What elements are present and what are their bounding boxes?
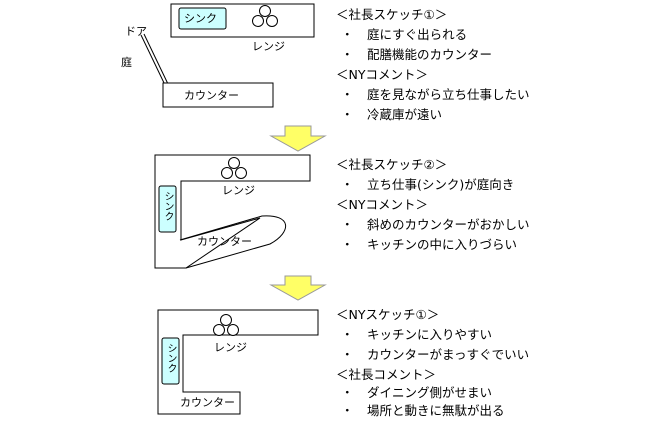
note-item: ・場所と動きに無駄が出る (341, 403, 505, 418)
sketch1-range-label: レンジ (252, 40, 285, 53)
sketch2-range-label: レンジ (222, 184, 255, 197)
sketch3-sink-label: シンク (165, 343, 176, 373)
note-item: ・庭にすぐ出られる (341, 27, 468, 42)
door-label: ドア (125, 25, 147, 38)
sketch3-burner (227, 324, 239, 336)
sketch2-burner (235, 167, 247, 179)
sketch3-burner (213, 324, 225, 336)
garden-label: 庭 (121, 56, 132, 69)
note-item: ・キッチンの中に入りづらい (341, 237, 518, 252)
sketch2-burner (221, 167, 233, 179)
note3-heading2: ＜社長コメント＞ (336, 367, 437, 382)
note-item: ・ダイニング側がせまい (341, 385, 493, 400)
note-item: ・キッチンに入りやすい (341, 327, 493, 342)
note-item: ・庭を見ながら立ち仕事したい (341, 87, 530, 102)
sketch1-door-line (140, 34, 166, 86)
note-item: ・斜めのカウンターがおかしい (341, 217, 530, 232)
note2-heading2: ＜NYコメント＞ (336, 197, 428, 212)
sketch1-burner (252, 15, 264, 27)
sketch3-sink (161, 337, 180, 385)
note3-heading1: ＜NYスケッチ①＞ (336, 307, 440, 322)
sketch2-counter-label: カウンター (197, 235, 252, 248)
note-item: ・立ち仕事(シンク)が庭向き (341, 177, 515, 192)
sketch2-angled-counter (179, 215, 287, 269)
sketch1-door-line (143, 33, 169, 85)
note1-heading2: ＜NYコメント＞ (336, 67, 428, 82)
sketch2-sink (158, 185, 177, 233)
arrow-down-icon (269, 125, 327, 152)
note-item: ・冷蔵庫が遠い (341, 107, 443, 122)
sketch1-burner (259, 5, 271, 17)
arrow-down-icon (269, 275, 327, 301)
sketch3-counter-label: カウンター (180, 396, 235, 409)
sketch1-sink (178, 7, 227, 30)
note2-heading1: ＜社長スケッチ②＞ (336, 157, 448, 172)
sketch2-sink-label: シンク (162, 191, 173, 221)
sketch2-burner (228, 157, 240, 169)
sketch1-counter-label: カウンター (184, 89, 239, 102)
note-item: ・カウンターがまっすぐでいい (341, 347, 530, 362)
note1-heading1: ＜社長スケッチ①＞ (336, 7, 448, 22)
sketch1-sink-label: シンク (184, 12, 217, 25)
note-item: ・配膳機能のカウンター (341, 47, 493, 62)
sketch1-counter (162, 82, 274, 108)
sketch3-burner (220, 314, 232, 326)
sketch3-range-label: レンジ (214, 341, 247, 354)
sketch1-burner (266, 15, 278, 27)
